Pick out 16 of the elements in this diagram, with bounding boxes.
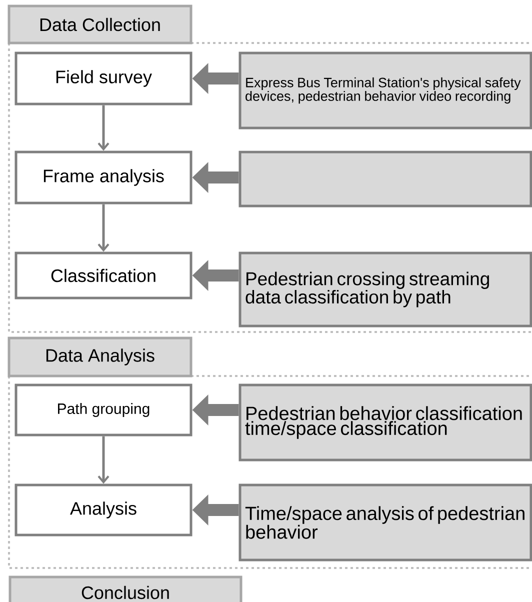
process-box: Classification — [14, 252, 192, 300]
arrow — [98, 105, 110, 151]
process-box: Frame analysis — [14, 150, 192, 204]
section-tab: Data Collection — [8, 4, 192, 44]
arrow — [98, 204, 110, 252]
description-box: Express Bus Terminal Station's physical safety devices, pedestrian behavior video recording — [238, 52, 532, 130]
process-box: Field survey — [14, 52, 192, 106]
empty-box — [238, 150, 532, 208]
description-box: Pedestrian crossing streaming data classification by path — [238, 252, 532, 328]
section-tab: Conclusion — [8, 576, 242, 602]
section-tab: Data Analysis — [8, 336, 192, 378]
process-box: Analysis — [14, 484, 192, 536]
arrow — [98, 436, 110, 484]
process-box: Path grouping — [14, 384, 192, 436]
description-box: Pedestrian behavior classification time/space classification — [238, 384, 532, 462]
description-box: Time/space analysis of pedestrian behavior — [238, 484, 532, 562]
